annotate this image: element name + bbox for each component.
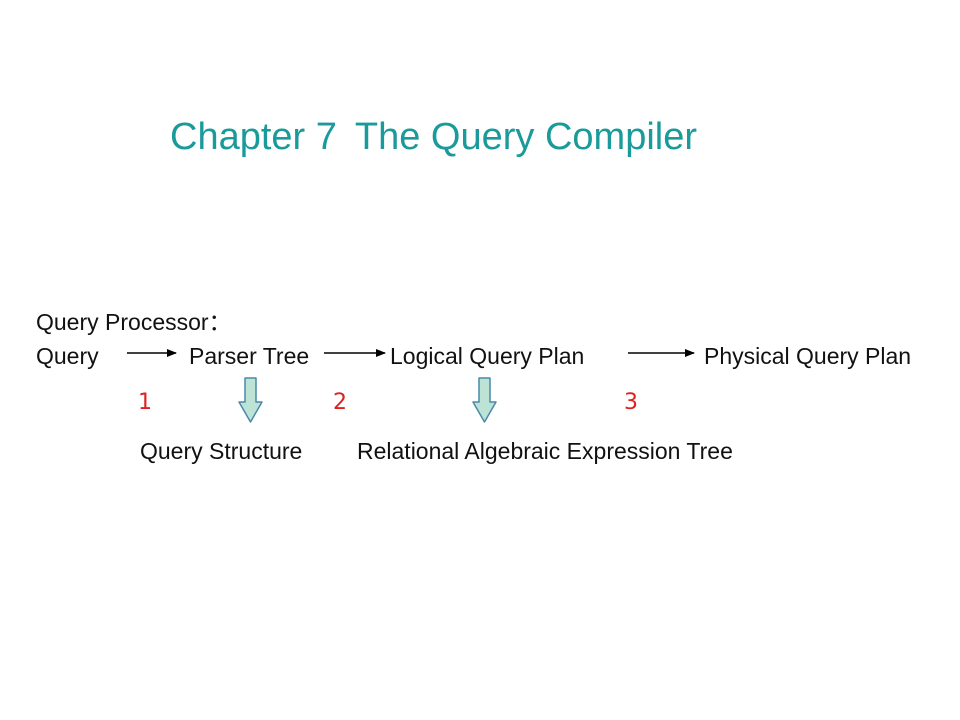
step-number-1: 1 <box>138 390 152 415</box>
stage-logical-query-plan: Logical Query Plan <box>390 343 585 369</box>
slide-title: Chapter 7 The Query Compiler <box>170 118 697 156</box>
stage-physical-query-plan: Physical Query Plan <box>704 343 912 369</box>
section-label: Query Processor： <box>36 309 232 335</box>
title-text: The Query Compiler <box>354 116 698 158</box>
step-number-2: 2 <box>333 390 347 415</box>
down-arrow-logical-plan-icon <box>472 377 497 423</box>
step-number-3: 3 <box>624 390 638 415</box>
title-chapter: Chapter 7 <box>170 116 337 158</box>
down-arrow-parser-tree-icon <box>238 377 263 423</box>
stage-query: Query <box>36 343 99 369</box>
stage-parser-tree: Parser Tree <box>189 343 310 369</box>
output-relational-tree: Relational Algebraic Expression Tree <box>357 438 733 464</box>
output-query-structure: Query Structure <box>140 438 303 464</box>
